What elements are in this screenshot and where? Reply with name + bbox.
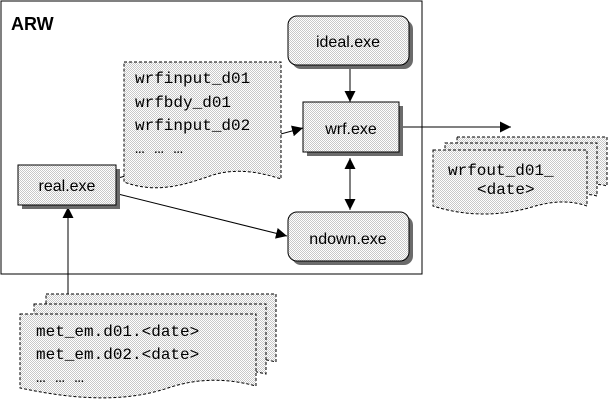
arw-title: ARW (11, 14, 54, 34)
ideal-exe-label: ideal.exe (316, 34, 380, 51)
ideal-exe-node: ideal.exe (287, 15, 413, 69)
wrfout-line-2: <date> (477, 181, 535, 199)
ndown-exe-label: ndown.exe (309, 231, 386, 248)
wrf-exe-node: wrf.exe (302, 101, 403, 156)
wrfout-line-1: wrfout_d01_ (448, 162, 554, 180)
wrf-exe-label: wrf.exe (324, 121, 377, 138)
wrfout-files-stack: wrfout_d01_ <date> (432, 136, 608, 215)
met-file-1: met_em.d01.<date> (36, 323, 199, 341)
met-file-more: … … … (36, 369, 84, 387)
met-file-2: met_em.d02.<date> (36, 346, 199, 364)
input-file-2: wrfbdy_d01 (135, 94, 231, 112)
wrf-input-files-box: wrfinput_d01 wrfbdy_d01 wrfinput_d02 … …… (123, 61, 282, 189)
ndown-exe-node: ndown.exe (287, 211, 413, 265)
input-file-more: … … … (135, 140, 183, 158)
arrow-real-to-ndown (117, 193, 288, 239)
input-file-3: wrfinput_d02 (135, 117, 250, 135)
real-exe-node: real.exe (17, 164, 120, 209)
input-file-1: wrfinput_d01 (135, 70, 250, 88)
real-exe-label: real.exe (39, 178, 96, 195)
met-em-files-stack: met_em.d01.<date> met_em.d02.<date> … … … (19, 293, 277, 399)
